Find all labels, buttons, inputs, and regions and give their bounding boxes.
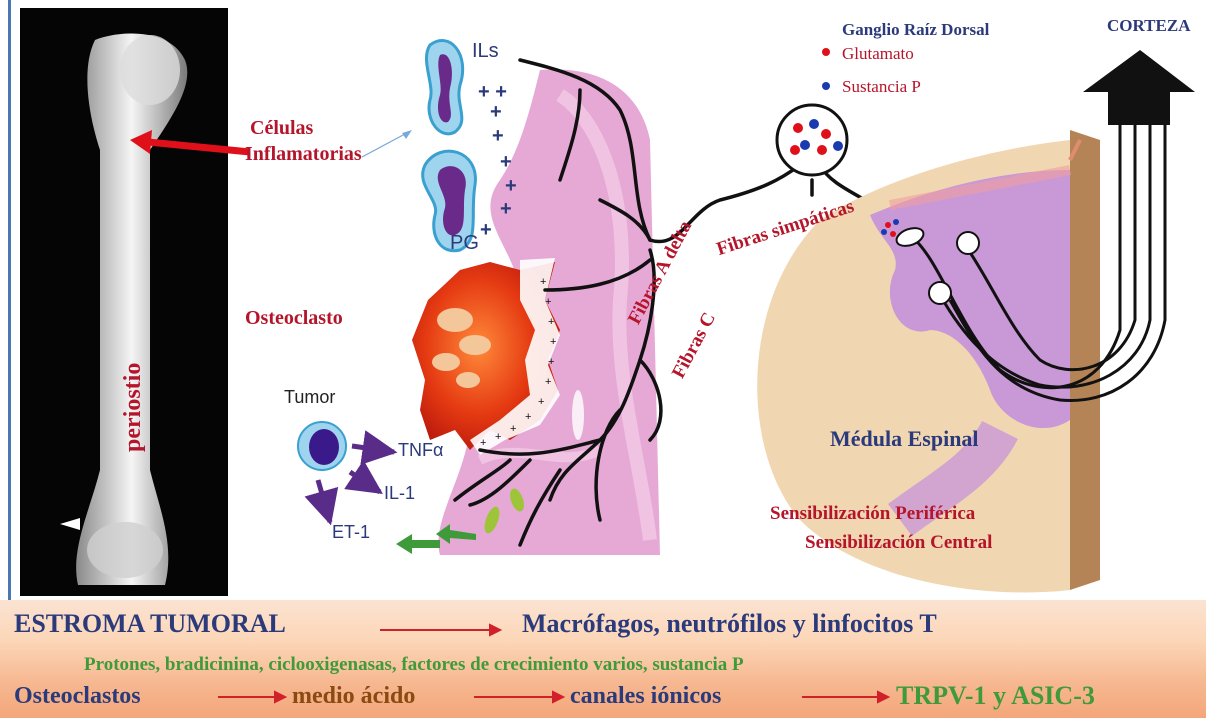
svg-text:+: + <box>548 316 554 328</box>
label-osteoclasto: Osteoclasto <box>245 307 343 330</box>
bottom-macrofagos: Macrófagos, neutrófilos y linfocitos T <box>522 609 937 639</box>
svg-text:+: + <box>545 296 551 308</box>
svg-text:+: + <box>490 101 502 123</box>
label-celulas: Células <box>250 117 313 140</box>
label-ils: ILs <box>472 40 499 63</box>
svg-text:+: + <box>545 376 551 388</box>
svg-text:+: + <box>492 125 504 147</box>
inflammatory-cells <box>423 41 476 251</box>
tumor-cell <box>298 422 346 470</box>
label-glutamato: Glutamato <box>842 44 914 64</box>
svg-text:+: + <box>510 423 516 435</box>
svg-text:+: + <box>538 396 544 408</box>
label-tnf: TNFα <box>398 440 443 461</box>
bottom-protones: Protones, bradicinina, ciclooxigenasas, … <box>84 654 744 676</box>
svg-text:+: + <box>500 198 512 220</box>
dorsal-root-ganglion <box>777 105 847 175</box>
svg-text:+: + <box>495 431 501 443</box>
cortex-arrow <box>1083 50 1195 125</box>
label-ganglio: Ganglio Raíz Dorsal <box>842 20 989 40</box>
label-corteza: CORTEZA <box>1107 16 1190 36</box>
svg-text:+: + <box>480 219 492 241</box>
bottom-medio-acido: medio ácido <box>292 683 415 710</box>
svg-text:+: + <box>548 356 554 368</box>
svg-text:+: + <box>500 151 512 173</box>
svg-text:+: + <box>480 437 486 449</box>
bottom-estroma: ESTROMA TUMORAL <box>14 609 286 639</box>
label-medula-espinal: Médula Espinal <box>830 426 979 452</box>
svg-text:+: + <box>550 336 556 348</box>
svg-text:+: + <box>505 175 517 197</box>
label-il1: IL-1 <box>384 483 415 504</box>
svg-text:+: + <box>525 411 531 423</box>
bottom-canales: canales iónicos <box>570 683 721 710</box>
label-periostio: periostio <box>120 363 147 452</box>
xray-bone-panel <box>20 8 228 596</box>
left-border <box>8 0 11 600</box>
label-et1: ET-1 <box>332 522 370 543</box>
svg-text:+ +: + + <box>478 81 507 103</box>
label-pg: PG <box>450 232 479 255</box>
diagram-illustration: + + + + + + + + +++ +++ +++ ++ <box>0 0 1206 600</box>
label-sens-central: Sensibilización Central <box>805 532 992 554</box>
svg-text:+: + <box>540 276 546 288</box>
label-sustancia-p: Sustancia P <box>842 77 921 97</box>
label-inflamatorias: Inflamatorias <box>245 143 362 166</box>
bottom-trpv: TRPV-1 y ASIC-3 <box>896 681 1095 711</box>
label-sens-periferica: Sensibilización Periférica <box>770 503 975 525</box>
label-tumor: Tumor <box>284 387 335 408</box>
ganglion-legend-dots <box>822 48 830 90</box>
bottom-osteoclastos: Osteoclastos <box>14 683 141 710</box>
